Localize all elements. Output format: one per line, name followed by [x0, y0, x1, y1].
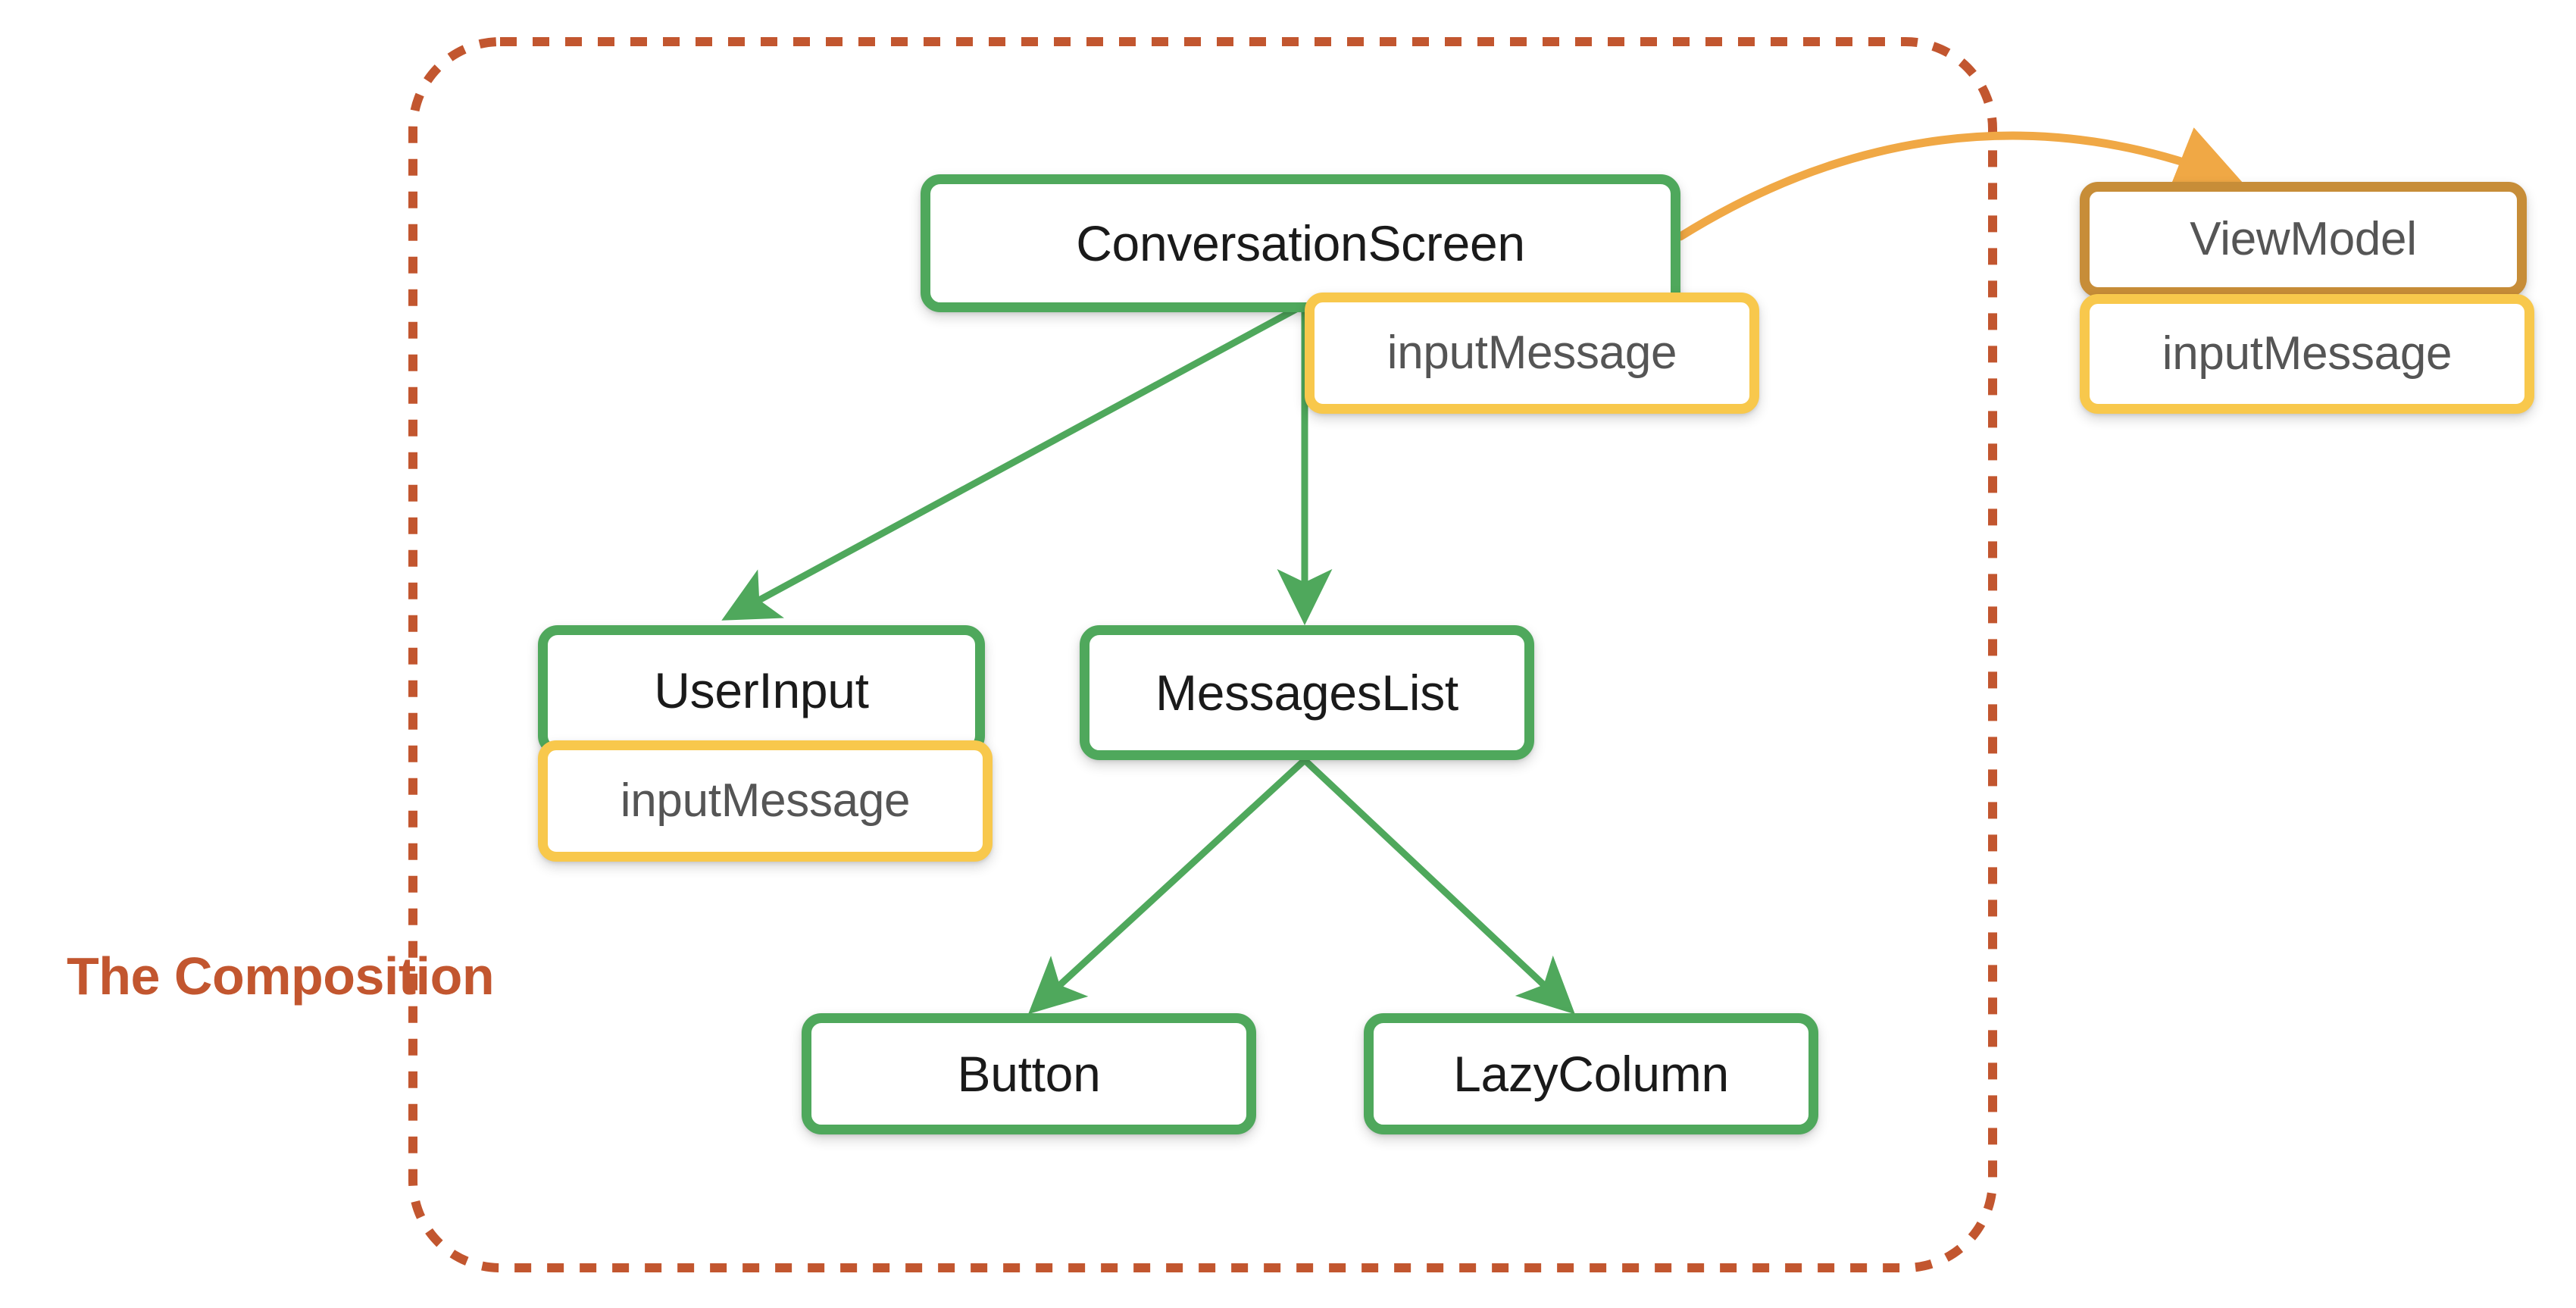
node-label: Button [957, 1046, 1101, 1102]
node-user-input[interactable]: UserInput [538, 625, 985, 756]
edge-messageslist-button [1028, 757, 1308, 1015]
node-view-model[interactable]: ViewModel [2080, 182, 2527, 297]
node-label: inputMessage [1386, 327, 1677, 379]
node-label: LazyColumn [1453, 1046, 1729, 1102]
node-label: UserInput [654, 662, 869, 718]
node-label: inputMessage [2162, 327, 2453, 380]
node-label: MessagesList [1155, 665, 1458, 721]
node-lazy-column[interactable]: LazyColumn [1364, 1013, 1818, 1134]
node-messages-list[interactable]: MessagesList [1080, 625, 1534, 760]
composition-boundary-label: The Composition [67, 947, 495, 1006]
node-user-input-state[interactable]: inputMessage [538, 740, 993, 862]
edge-conversationscreen-userinput [721, 303, 1304, 621]
node-conversation-screen[interactable]: ConversationScreen [921, 174, 1680, 312]
node-conversation-screen-state[interactable]: inputMessage [1305, 293, 1759, 414]
node-view-model-state[interactable]: inputMessage [2080, 294, 2534, 414]
node-label: ConversationScreen [1076, 215, 1525, 271]
node-label: ViewModel [2190, 213, 2417, 265]
node-label: inputMessage [620, 774, 911, 827]
edge-messageslist-lazycolumn [1302, 757, 1575, 1015]
node-button[interactable]: Button [802, 1013, 1256, 1134]
